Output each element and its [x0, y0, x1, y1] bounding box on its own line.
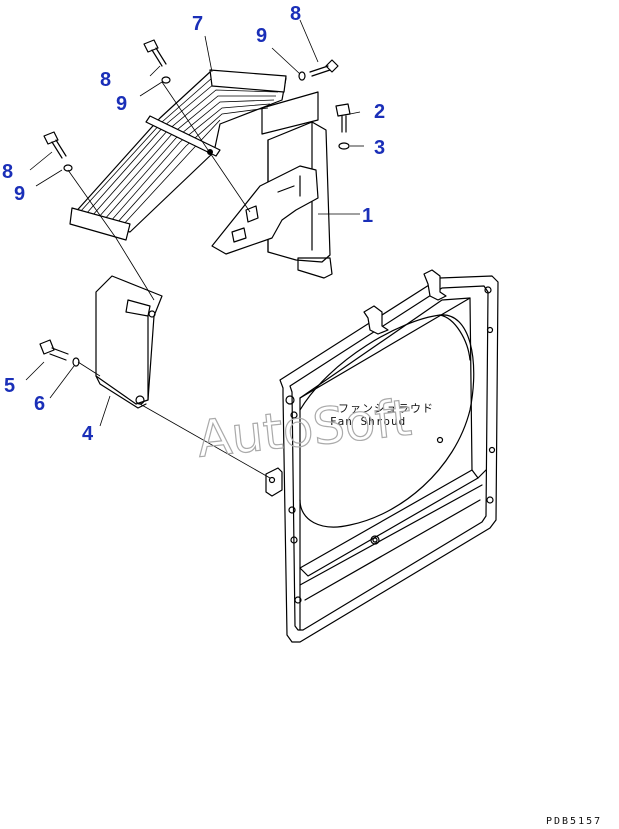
- bolt-icon: [309, 59, 339, 77]
- fan-shroud: ファンシュラウド Fan Shroud: [265, 269, 499, 643]
- callout-2: 2: [374, 101, 385, 123]
- leader-lines: [25, 19, 364, 479]
- watermark: AutoSoft: [194, 389, 414, 469]
- callout-9-top: 9: [116, 93, 127, 115]
- flat-cable-part-7: [69, 69, 287, 241]
- washer-icon: [298, 71, 306, 81]
- callout-8-top: 8: [100, 69, 111, 91]
- washer-icon: [72, 357, 80, 367]
- callout-5: 5: [4, 375, 15, 397]
- callout-6: 6: [34, 393, 45, 415]
- bracket-part-1: [211, 91, 333, 279]
- drawing-code: PDB5157: [546, 816, 602, 827]
- fan-shroud-label: Fan Shroud: [330, 415, 406, 428]
- bolt-icon: [43, 131, 67, 159]
- callout-9-left: 9: [14, 183, 25, 205]
- washer-icon: [161, 76, 171, 84]
- callout-8-right: 8: [290, 3, 301, 25]
- callout-1: 1: [362, 205, 373, 227]
- washer-icon: [338, 142, 350, 150]
- callout-3: 3: [374, 137, 385, 159]
- bolt-icon: [143, 39, 167, 67]
- callout-7: 7: [192, 13, 203, 35]
- bracket-part-4: [95, 275, 163, 409]
- callout-9-right: 9: [256, 25, 267, 47]
- bolt-icon: [39, 339, 69, 361]
- fan-shroud-label-jp: ファンシュラウド: [338, 402, 434, 415]
- callout-8-left: 8: [2, 161, 13, 183]
- washer-icon: [63, 164, 73, 172]
- bolt-icon: [335, 103, 351, 133]
- callout-4: 4: [82, 423, 94, 445]
